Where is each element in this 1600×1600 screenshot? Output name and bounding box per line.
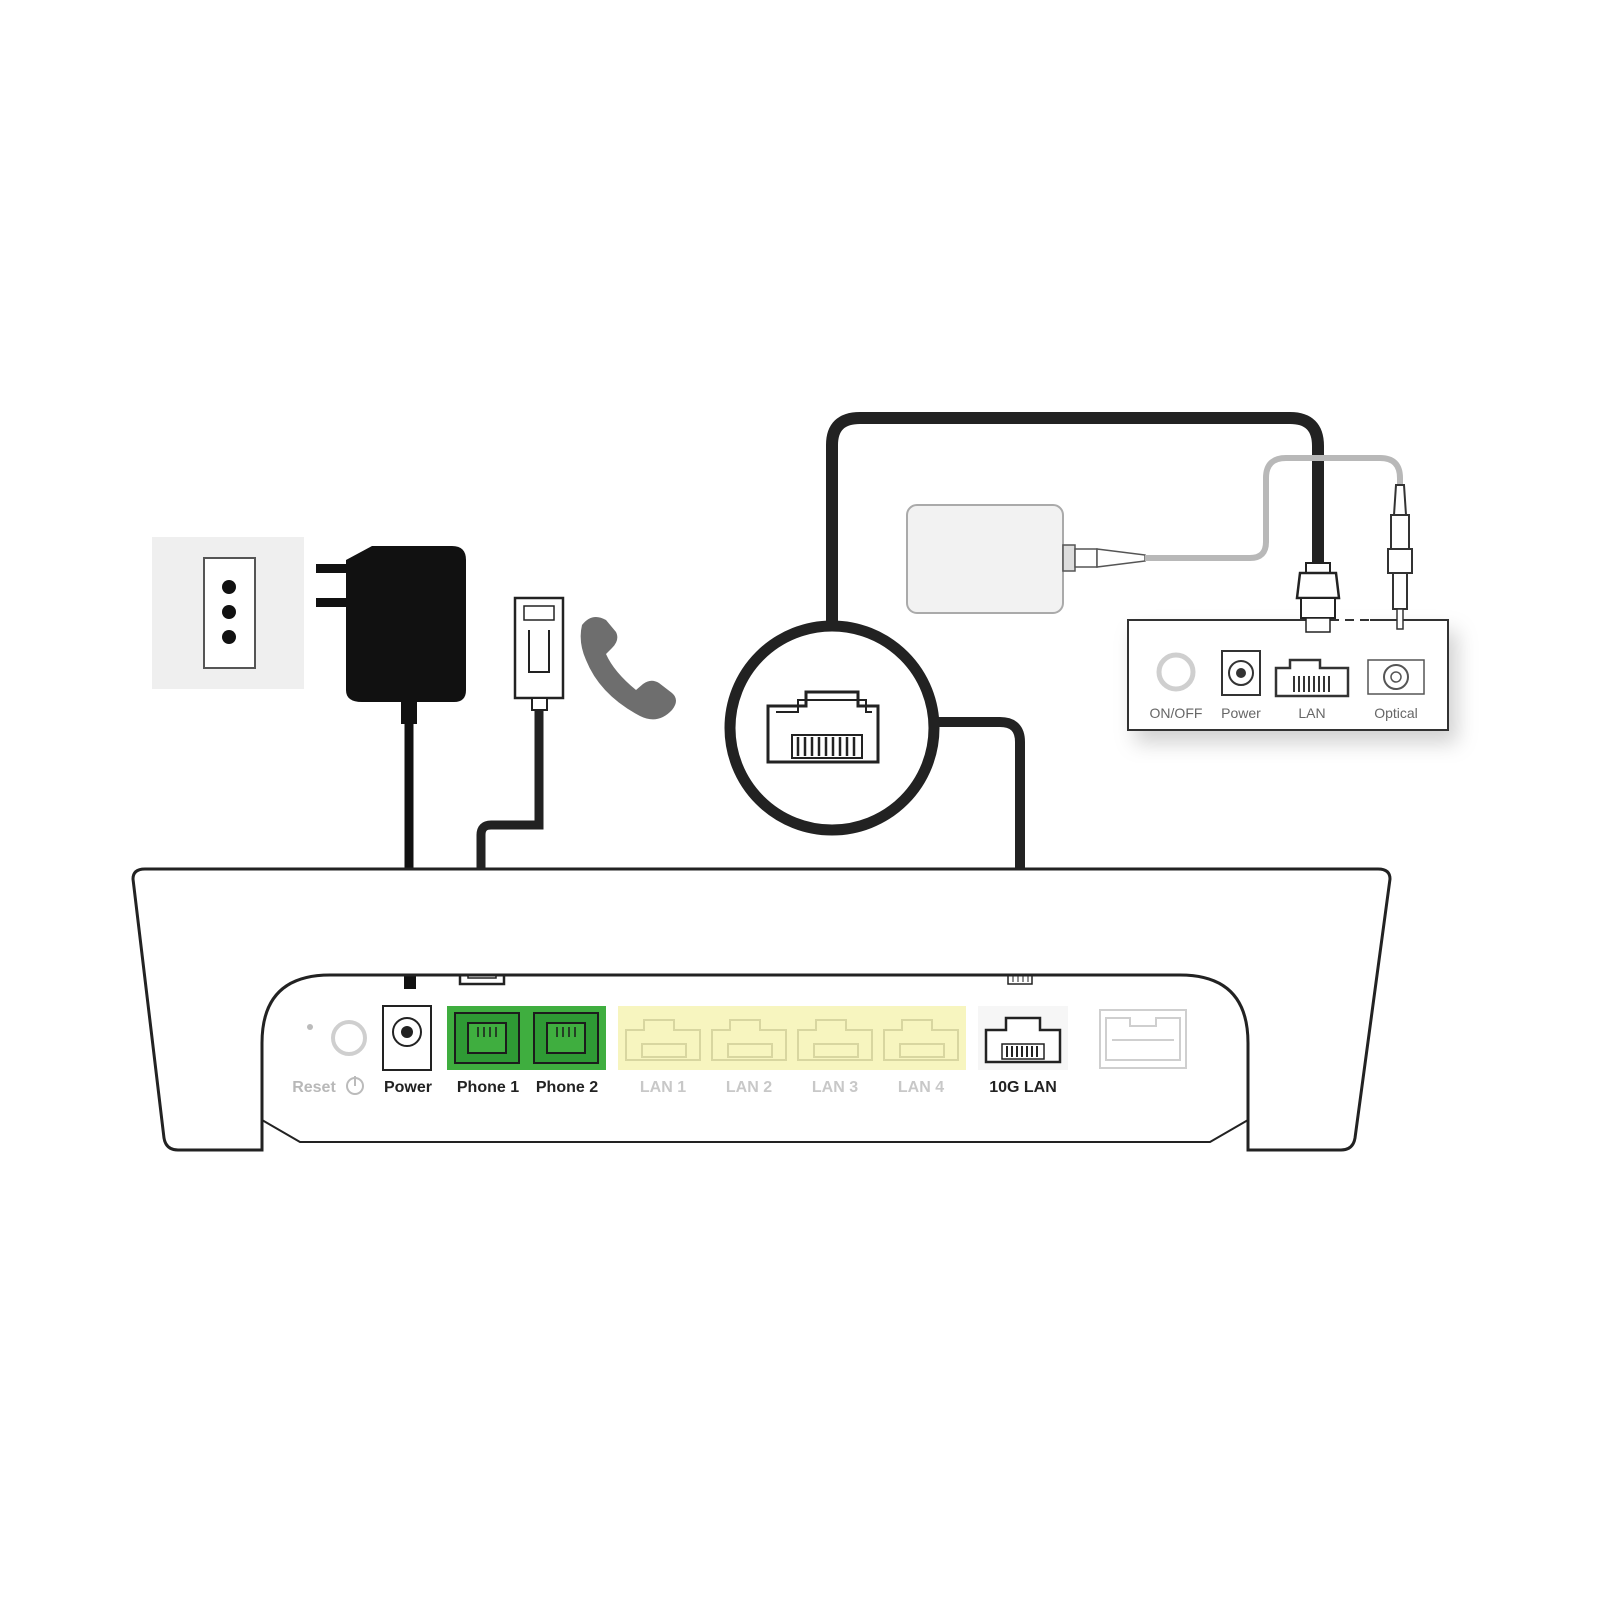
lan10g-label: 10G LAN xyxy=(989,1079,1057,1096)
telephone-handset-icon xyxy=(580,616,676,720)
ont-power-label: Power xyxy=(1221,705,1261,721)
rj11-plug-icon xyxy=(513,596,565,711)
phone2-label: Phone 2 xyxy=(536,1079,598,1096)
lan1-port xyxy=(625,1019,701,1061)
sfp-slot xyxy=(1099,1009,1187,1069)
lan2-label: LAN 2 xyxy=(726,1079,772,1096)
lan4-port xyxy=(883,1019,959,1061)
rj45-plug-ont-lan xyxy=(1295,562,1341,633)
lan3-port xyxy=(797,1019,873,1061)
phone2-port xyxy=(533,1012,599,1064)
ont-lan-label: LAN xyxy=(1298,705,1325,721)
lan-10g-cable xyxy=(925,717,1025,900)
reset-button[interactable] xyxy=(307,1020,367,1056)
lan3-label: LAN 3 xyxy=(812,1079,858,1096)
lan1-label: LAN 1 xyxy=(640,1079,686,1096)
router-body xyxy=(131,867,1392,1152)
phone1-label: Phone 1 xyxy=(457,1079,519,1096)
ethernet-port-zoom-icon xyxy=(724,620,940,836)
phone-cable xyxy=(476,710,544,885)
ont-optical-label: Optical xyxy=(1374,705,1418,721)
fiber-termination-box-icon xyxy=(906,504,1146,614)
lan2-port xyxy=(711,1019,787,1061)
ont-device: ON/OFF Power LAN Optical xyxy=(1127,610,1449,731)
lan10g-port xyxy=(978,1006,1068,1070)
ont-onoff-label: ON/OFF xyxy=(1150,705,1203,721)
reset-label: Reset xyxy=(292,1079,336,1096)
fiber-connector-optical xyxy=(1387,484,1413,630)
phone1-port xyxy=(454,1012,520,1064)
router-power-port xyxy=(382,1005,432,1071)
fiber-cable xyxy=(1145,455,1403,561)
router-power-label: Power xyxy=(384,1079,432,1096)
lan4-label: LAN 4 xyxy=(898,1079,944,1096)
power-symbol-icon xyxy=(346,1076,364,1095)
ont-lan-cable xyxy=(826,412,1324,625)
wall-socket-icon xyxy=(152,537,304,689)
